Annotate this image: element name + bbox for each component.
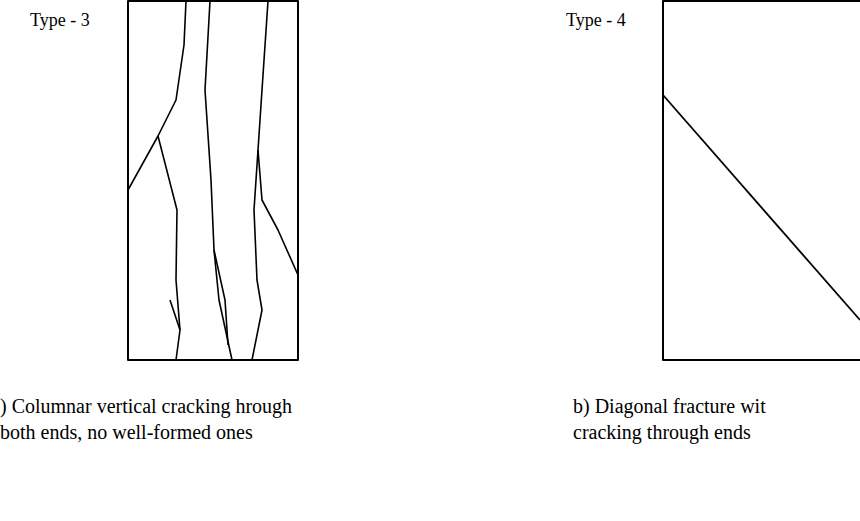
vertical-cracks [128,1,298,360]
diagonal-fracture [663,95,860,320]
figure-caption: ) Columnar vertical cracking hrough both… [0,393,296,445]
cylinder-outline [663,1,860,360]
type-label: Type - 3 [30,10,90,32]
figure-caption: b) Diagonal fracture wit cracking throug… [573,393,813,445]
type-label: Type - 4 [566,10,626,32]
cylinder-outline [128,1,298,360]
